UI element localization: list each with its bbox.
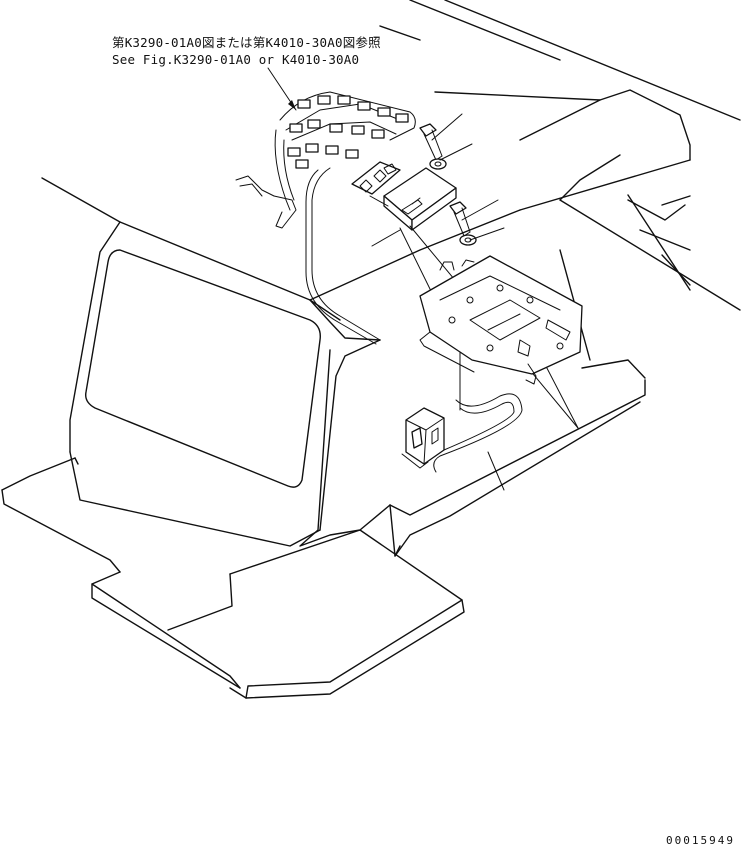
reference-note: 第K3290-01A0図または第K4010-30A0図参照 See Fig.K3… — [112, 34, 381, 68]
mounting-bracket — [419, 255, 583, 385]
drawing-number: 00015949 — [666, 834, 735, 847]
switch-icon — [401, 407, 445, 469]
washer-icon — [429, 158, 447, 170]
harness-clip-icon — [235, 175, 297, 229]
reference-leader-arrow — [267, 67, 297, 111]
wire-harness — [235, 91, 416, 345]
bolt-icon — [419, 123, 443, 161]
bolt-icon — [449, 201, 471, 237]
top-frame-lines — [379, 0, 741, 121]
reference-note-english: See Fig.K3290-01A0 or K4010-30A0 — [112, 52, 360, 67]
controller-unit — [351, 161, 457, 231]
console-body — [1, 177, 646, 699]
upper-cover — [309, 89, 741, 361]
washer-icon — [459, 234, 477, 246]
connector-block-icon — [287, 95, 409, 169]
switch-cable — [433, 393, 523, 491]
reference-note-japanese: 第K3290-01A0図または第K4010-30A0図参照 — [112, 35, 381, 50]
